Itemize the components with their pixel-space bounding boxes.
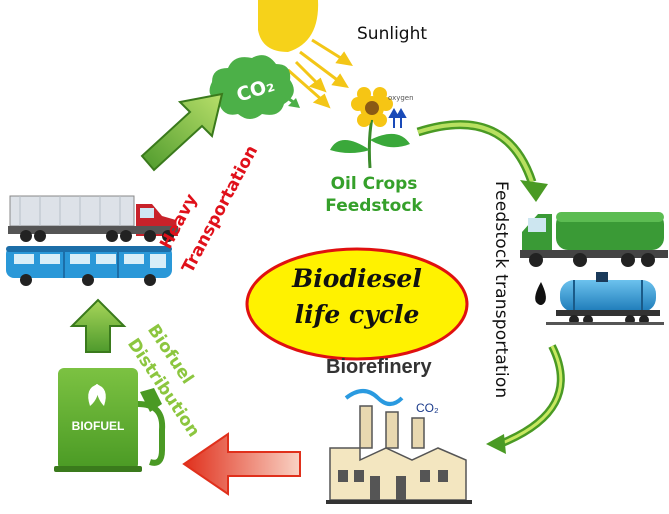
rail-tank-car-icon <box>546 272 664 325</box>
transport-to-biorefinery-arrow <box>486 344 565 454</box>
biofuel-pump-icon: BIOFUEL <box>54 368 166 472</box>
cloud-to-plant-arrow <box>281 92 300 108</box>
center-line1: Biodiesel <box>292 264 422 293</box>
semi-truck-icon <box>8 195 178 242</box>
co2-smoke-label: CO₂ <box>416 401 439 415</box>
feedstock-transportation-label: Feedstock transportation <box>491 181 511 399</box>
sun-rays <box>287 38 353 109</box>
heavy-transportation-label: Heavy Transportation <box>156 140 262 276</box>
biodiesel-life-cycle-title: Biodiesel life cycle <box>246 248 468 360</box>
smoke-icon <box>344 389 404 406</box>
oil-crops-line1: Oil Crops <box>330 174 418 194</box>
co2-cloud-icon: CO₂ <box>209 55 294 119</box>
oil-crop-plant-icon: oxygen <box>330 87 414 169</box>
sunlight-label: Sunlight <box>357 24 428 44</box>
sun-icon <box>258 0 319 52</box>
pump-to-vehicles-arrow <box>69 298 127 353</box>
vehicles-to-co2-arrow <box>140 92 224 172</box>
sunflower-icon <box>351 87 393 127</box>
oil-crops-feedstock-label: Oil Crops Feedstock <box>314 173 434 217</box>
center-line2: life cycle <box>294 300 420 329</box>
pump-label: BIOFUEL <box>72 419 125 433</box>
leaf-icon <box>88 384 106 406</box>
oxygen-arrows-icon <box>388 107 407 128</box>
oil-drop-icon <box>535 282 546 305</box>
tanker-truck-icon <box>520 212 668 267</box>
oxygen-label: oxygen <box>388 94 414 102</box>
biorefinery-label: Biorefinery <box>326 356 432 378</box>
biorefinery-to-pump-arrow <box>182 432 301 496</box>
bus-icon <box>6 246 172 286</box>
biofuel-distribution-label: Biofuel Distribution <box>120 320 240 441</box>
biorefinery-factory-icon <box>326 389 472 504</box>
oil-crops-line2: Feedstock <box>325 196 423 216</box>
center-ellipse <box>245 247 469 361</box>
plant-to-truck-arrow <box>416 120 548 202</box>
